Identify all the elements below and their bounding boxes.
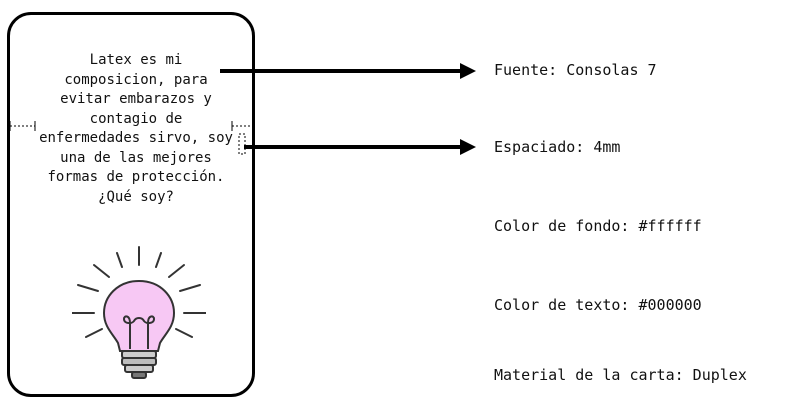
lightbulb-icon — [72, 246, 206, 379]
card-text-line: enfermedades sirvo, soy — [39, 130, 233, 146]
spec-card-material: Material de la carta: Duplex — [494, 366, 747, 384]
card: Latex es mi composicion, para evitar emb… — [7, 12, 255, 397]
spec-spacing: Espaciado: 4mm — [494, 138, 621, 156]
arrow-font — [220, 63, 476, 79]
arrow-spacing — [244, 139, 476, 155]
spec-text-color: Color de texto: #000000 — [494, 296, 702, 314]
annotation-overlay — [9, 63, 476, 155]
spacing-marker — [238, 133, 246, 155]
card-text-line: Latex es mi — [89, 52, 183, 68]
card-text-line: evitar embarazos y — [60, 91, 212, 107]
spec-background-color: Color de fondo: #ffffff — [494, 217, 702, 235]
card-text-line: composicion, para — [64, 71, 208, 88]
spec-font: Fuente: Consolas 7 — [494, 61, 657, 79]
card-text-line: contagio de — [89, 110, 183, 127]
card-text-line: una de las mejores — [60, 149, 212, 166]
card-text-line: ¿Qué soy? — [98, 188, 174, 205]
card-riddle-text: Latex es mi composicion, para evitar emb… — [16, 51, 256, 207]
card-text-line: formas de protección. — [47, 169, 225, 185]
